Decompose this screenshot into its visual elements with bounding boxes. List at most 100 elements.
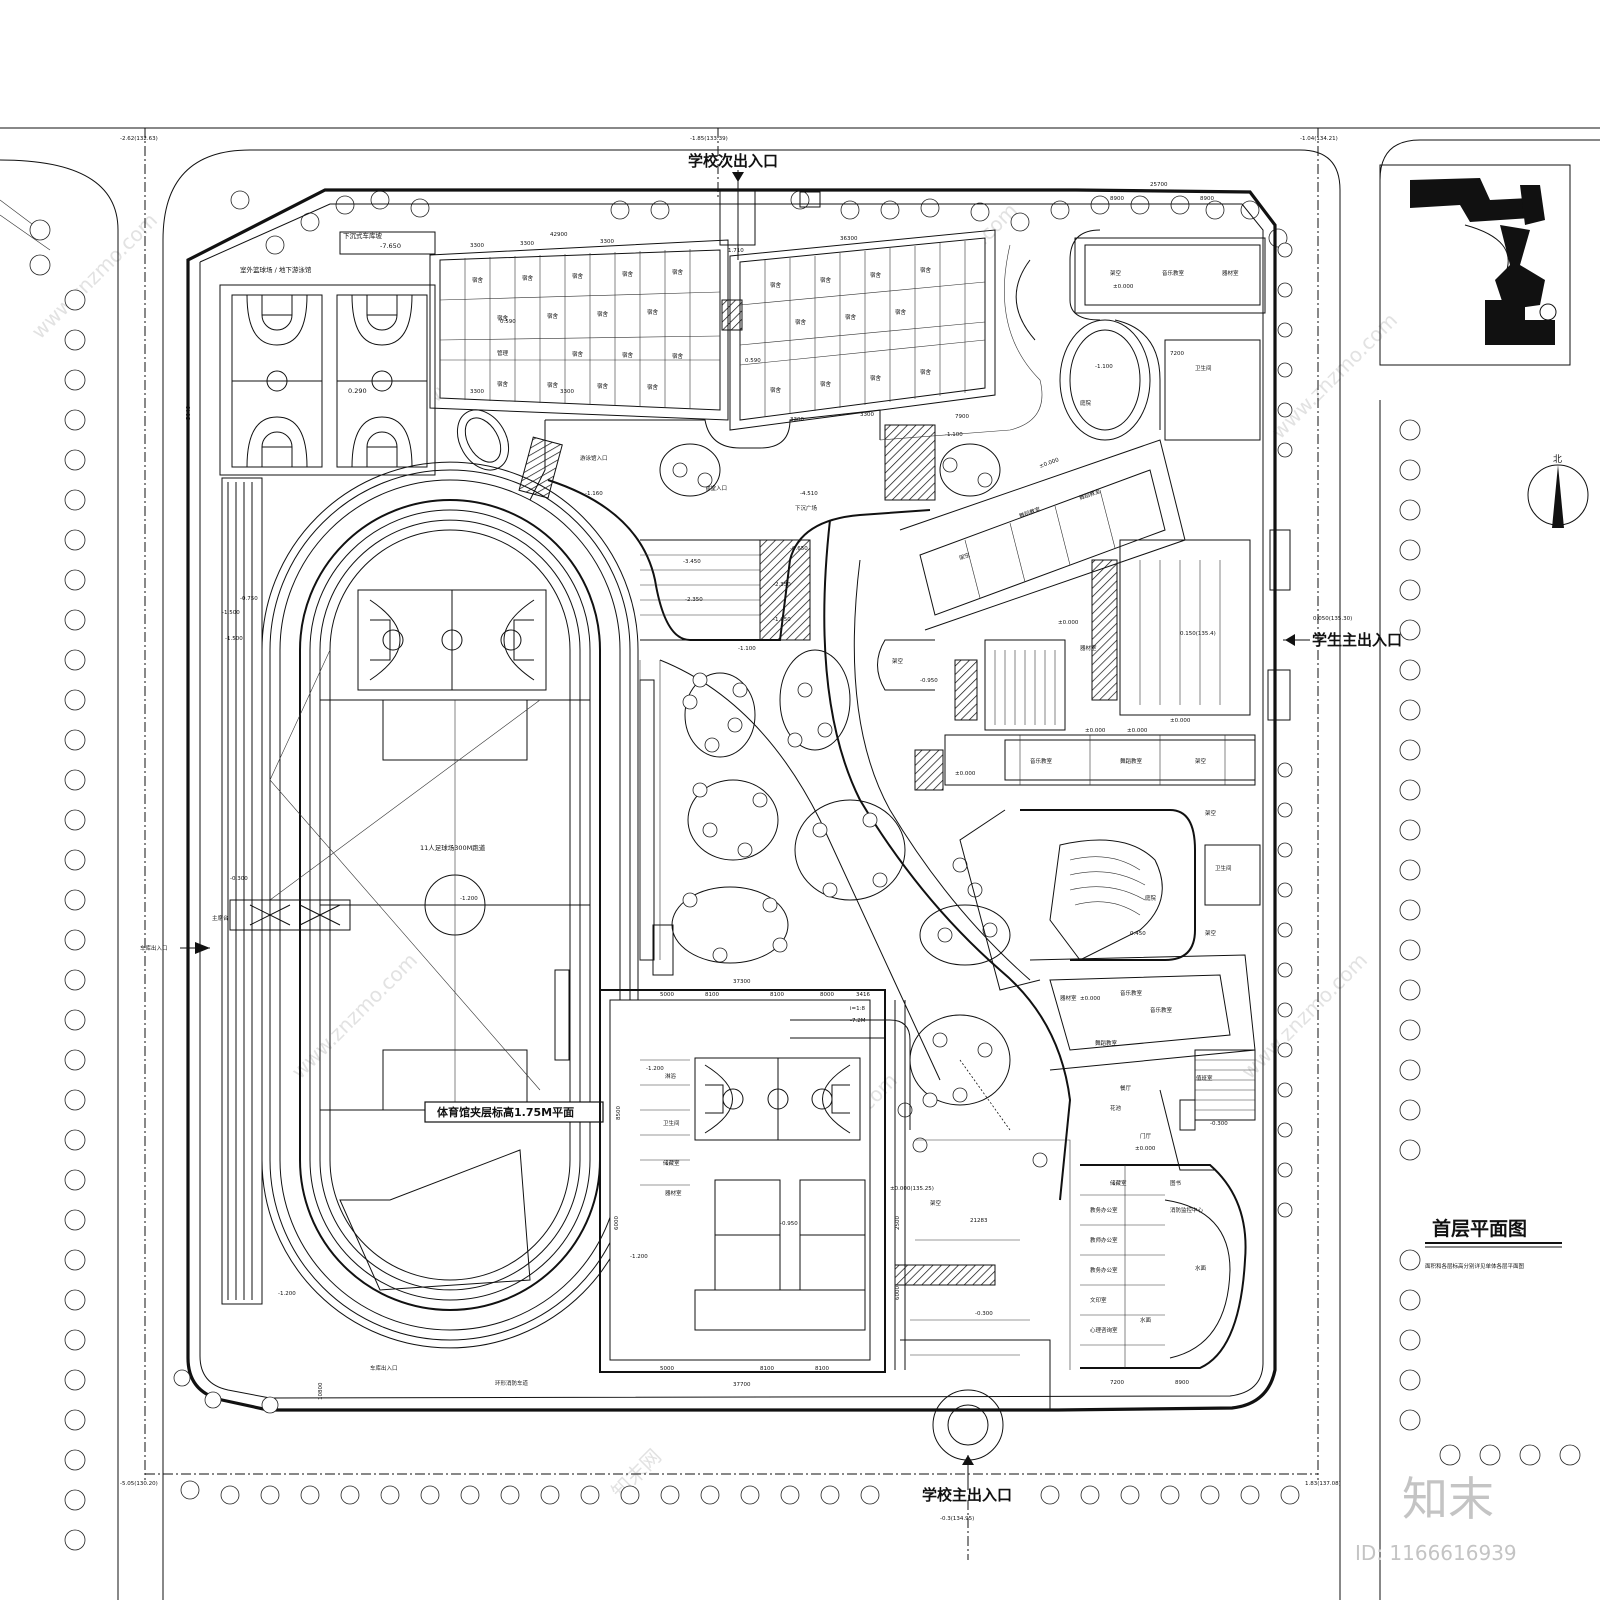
dimension-label: 42900 [550, 232, 568, 238]
teaching-building-south: 器材室 音乐教室 音乐教室 ±0.000 舞蹈教室 餐厅 花池 门厅 ±0.00… [1029, 954, 1256, 1386]
level-label: -0.300 [975, 1311, 993, 1317]
dimension-label: 6000 [614, 1216, 620, 1230]
lobby-label: 门厅 [1140, 1132, 1152, 1140]
dimension-label: 3416 [856, 992, 870, 998]
control-center-label: 消防监控中心 [1170, 1206, 1204, 1214]
level-label: ±0.000 [1127, 728, 1148, 734]
level-label: 0.290 [348, 387, 367, 395]
level-label: ±0.000 [955, 771, 976, 777]
toilet-label: 卫生间 [663, 1119, 680, 1127]
street-trees-bottom [180, 1480, 1300, 1505]
room-label: 宿舍 [920, 266, 932, 274]
sunken-square-label: 下沉广场 [795, 504, 818, 512]
street-trees-top [230, 190, 1288, 255]
level-label: -7.2M [850, 1018, 866, 1024]
main-entrance-label: 学校主出入口 [922, 1486, 1012, 1504]
room-label: 宿舍 [622, 351, 634, 359]
level-label: -0.650 [790, 546, 808, 552]
level-label: ±0.000 [1170, 718, 1191, 724]
dance-room-label: 舞蹈教室 [1120, 757, 1143, 765]
water-label: 水面 [1140, 1316, 1152, 1324]
dimension-label: 37700 [733, 1382, 751, 1388]
dimension-label: 3300 [470, 243, 484, 249]
equipment-room-label: 器材室 [1222, 269, 1239, 277]
music-room-label: 音乐教室 [1150, 1006, 1173, 1014]
gym-entrance-label: 游泳馆入口 [580, 454, 608, 462]
room-label: 宿舍 [647, 308, 659, 316]
room-label: 宿舍 [497, 380, 509, 388]
overhead-label: 架空 [1110, 269, 1122, 277]
overhead-label: 架空 [958, 550, 972, 561]
outdoor-basketball-courts: 室外篮球场 / 地下游泳馆 下沉式车库坡 -7.650 0.290 [219, 231, 436, 476]
corner-level-label: 0.050(135.30) [1313, 616, 1352, 622]
room-label: 宿舍 [870, 271, 882, 279]
toilet-label: 卫生间 [1215, 864, 1232, 872]
dimension-label: 3300 [520, 241, 534, 247]
student-main-entrance: 学生主出入口 0.050(135.30) [1267, 242, 1402, 1218]
level-label: -7.650 [380, 242, 401, 250]
north-label: 北 [1553, 454, 1562, 465]
dimension-label: 3300 [860, 412, 874, 418]
level-label: -2.350 [685, 597, 703, 603]
central-plaza: -3.450 -2.350 -2.350 -1.650 -1.100 -0.65… [547, 443, 1072, 1201]
drawing-title: 首层平面图 [1432, 1217, 1527, 1240]
level-label: -0.300 [230, 876, 248, 882]
overhead-label: 架空 [1205, 809, 1217, 817]
dance-room-label: 舞蹈教室 [1095, 1039, 1118, 1047]
dimension-label: 25700 [1150, 182, 1168, 188]
dimension-label: 3300 [790, 417, 804, 423]
corner-level-label: -1.85(133.39) [690, 136, 728, 142]
running-track: 11人足球场300M跑道 -1.200 主席台 -0.300 -0.750 -1… [212, 461, 674, 1387]
site-boundary [173, 188, 1277, 1414]
level-label: 0.150(135.4) [1180, 631, 1216, 637]
room-label: 宿舍 [547, 312, 559, 320]
room-label: 宿舍 [672, 268, 684, 276]
dimension-label: 7900 [955, 414, 969, 420]
street-trees-left [29, 219, 86, 1551]
main-entrance: 学校主出入口 -0.3(134.95) [900, 1319, 1051, 1522]
library-label: 图书 [1170, 1179, 1182, 1187]
toilet-label: 卫生间 [1195, 364, 1212, 372]
dimension-label: 8900 [1110, 196, 1124, 202]
room-label: 宿舍 [572, 350, 584, 358]
level-label: 1.710 [728, 248, 744, 254]
room-label: 宿舍 [672, 352, 684, 360]
level-label: ±0.000 [1080, 996, 1101, 1002]
dimension-label: 6000 [895, 1286, 901, 1300]
dimension-label: 8100 [770, 992, 784, 998]
teaching-building-north: 舞蹈教室 舞蹈教室 架空 ±0.000 ±0.000 ±0.000 ±0.000… [877, 439, 1251, 734]
dimension-label: 21283 [970, 1218, 988, 1224]
teaching-building-middle: 音乐教室 舞蹈教室 架空 ±0.000 庭院 0.450 架空 架空 卫生间 [914, 734, 1261, 991]
room-label: 宿舍 [920, 368, 932, 376]
room-label: 宿舍 [820, 276, 832, 284]
fire-lane-label: 环形消防车道 [495, 1379, 529, 1387]
dimension-label: 5046 [186, 406, 192, 420]
office-label: 教务办公室 [1090, 1206, 1118, 1214]
brand-watermark: 知末 ID: 1166616939 [1355, 1472, 1517, 1565]
office-label: 教务办公室 [1090, 1266, 1118, 1274]
level-label: -1.500 [222, 610, 240, 616]
level-label: -1.200 [460, 896, 478, 902]
room-label: 宿舍 [497, 314, 509, 322]
admin-label: 管理 [497, 349, 509, 357]
level-label: 0.450 [1130, 931, 1146, 937]
corner-level-label: -2.62(132.63) [120, 136, 158, 142]
overhead-label: 架空 [892, 657, 904, 665]
duty-room-label: 值班室 [1196, 1074, 1213, 1082]
brand-logo-text: 知末 [1402, 1472, 1494, 1526]
level-label: -1.100 [738, 646, 756, 652]
student-entrance-label: 学生主出入口 [1312, 631, 1402, 649]
room-label: 宿舍 [795, 318, 807, 326]
west-garage-entrance: 车库出入口 [140, 942, 210, 954]
equipment-room-label: 器材室 [1080, 644, 1097, 652]
room-label: 宿舍 [597, 310, 609, 318]
music-room-label: 音乐教室 [1162, 269, 1185, 277]
dimension-label: 8900 [1200, 196, 1214, 202]
courtyard-label: 庭院 [1145, 894, 1157, 902]
watermark-id: ID: 1166616939 [1355, 1541, 1517, 1565]
secondary-entrance-label: 学校次出入口 [688, 152, 778, 170]
room-label: 宿舍 [820, 380, 832, 388]
watermark-text: www.znzmo.com [287, 948, 423, 1084]
corner-levels: -2.62(132.63) -1.85(133.39) -1.04(134.21… [120, 136, 1341, 1487]
